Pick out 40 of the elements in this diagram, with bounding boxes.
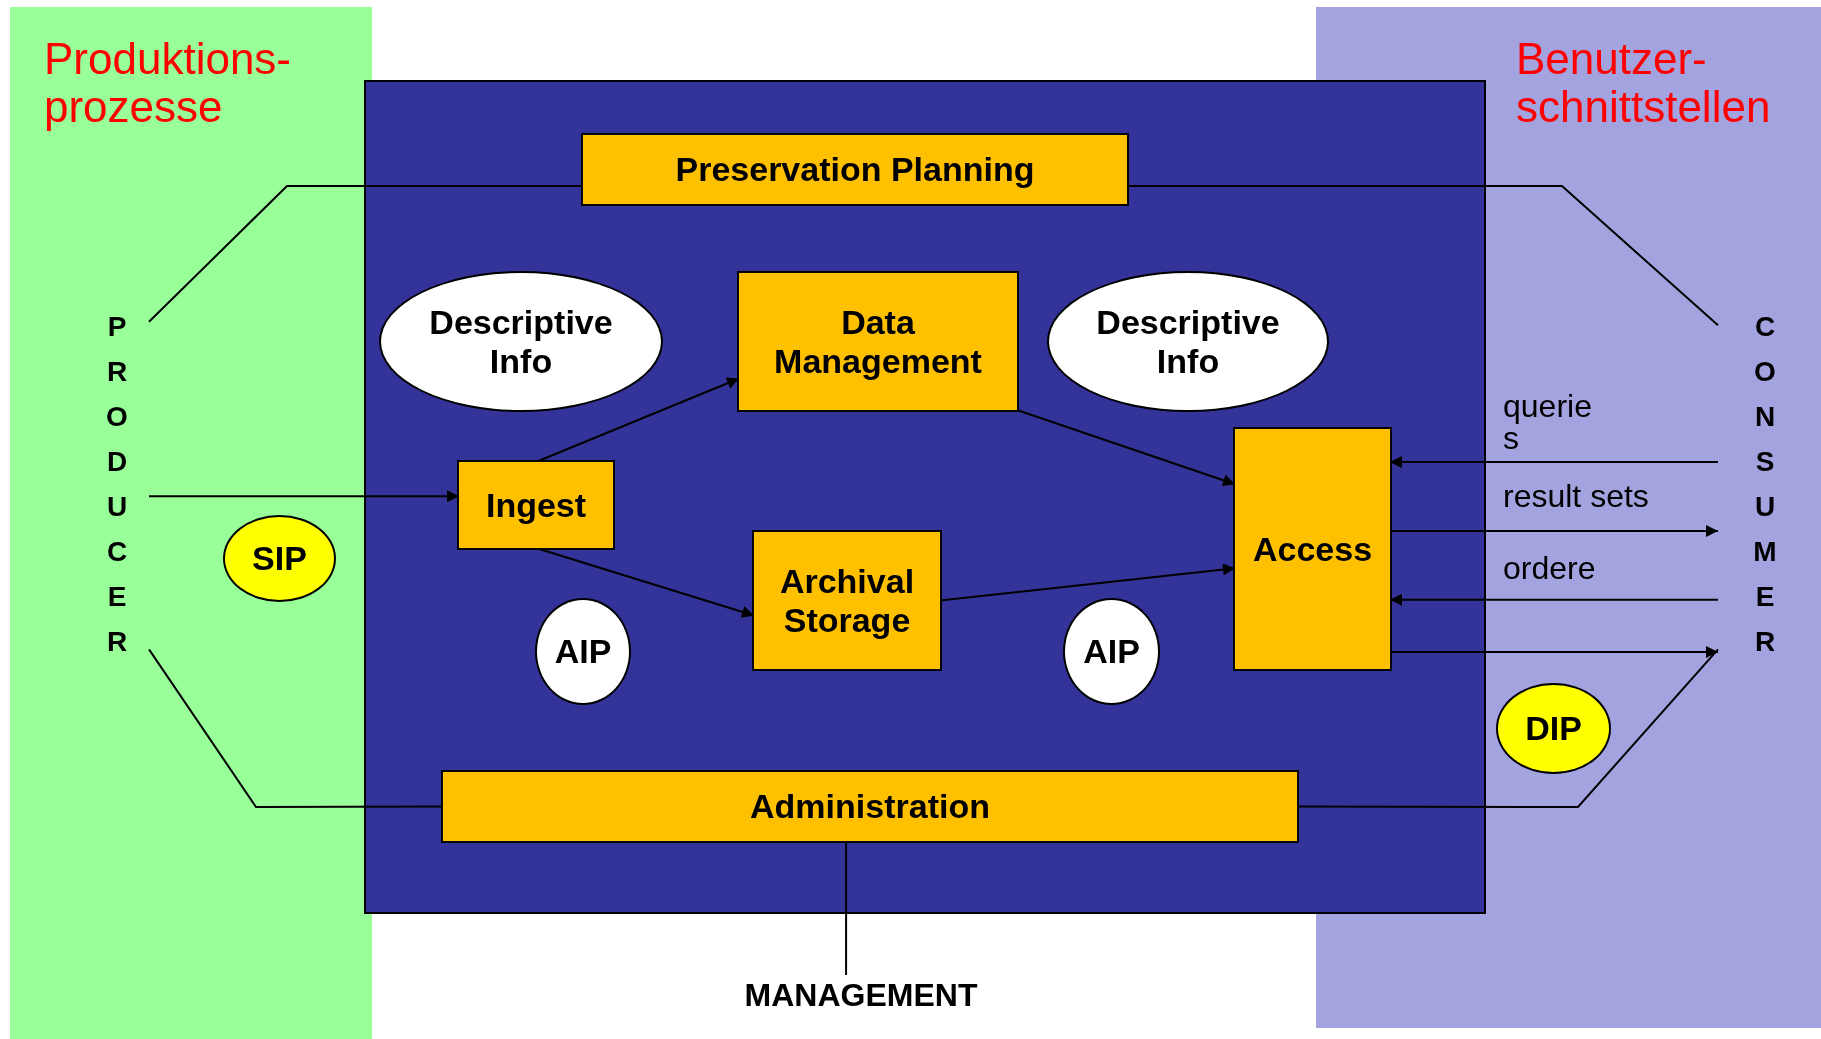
process-box	[459, 462, 613, 548]
arrow	[1389, 645, 1719, 658]
box-label: AIP	[554, 632, 612, 671]
arrow	[1389, 593, 1719, 606]
process-box	[443, 772, 1297, 841]
side-panel	[10, 7, 372, 1039]
actor-label: P R O D U C E R	[85, 304, 149, 660]
box-label: Access	[1252, 529, 1373, 569]
panel-title: Produktions- prozesse	[44, 35, 292, 132]
process-box	[1235, 429, 1390, 669]
box-label: Preservation Planning	[675, 150, 1035, 189]
connector-line	[845, 840, 848, 976]
arrow	[148, 490, 460, 503]
box-label: Administration	[750, 787, 990, 826]
process-box	[754, 532, 940, 669]
edge-label: ordere	[1503, 552, 1597, 584]
edge-label: querie s	[1503, 390, 1593, 454]
process-box	[583, 135, 1127, 204]
arrow	[939, 563, 1236, 602]
edge-label: result sets	[1503, 480, 1650, 512]
box-label: DIP	[1525, 709, 1582, 748]
arrow	[1389, 456, 1719, 469]
function-label: MANAGEMENT	[716, 975, 1006, 1015]
box-label: Descriptive Info	[1095, 303, 1281, 380]
box-label: Ingest	[485, 485, 587, 525]
box-label: Archival Storage	[778, 562, 916, 639]
connector-line	[1296, 648, 1719, 808]
connector-line	[148, 185, 584, 323]
box-label: Data Management	[773, 303, 983, 380]
box-label: Descriptive Info	[428, 303, 614, 380]
connector-line	[148, 648, 444, 808]
arrow	[1016, 409, 1236, 486]
process-box	[739, 273, 1017, 410]
box-label: AIP	[1083, 632, 1140, 671]
connector-line	[1126, 185, 1719, 327]
actor-label: C O N S U M E R	[1718, 304, 1812, 660]
panel-title: Benutzer- schnittstellen	[1516, 35, 1772, 132]
ellipse-node	[1498, 685, 1609, 772]
box-label: SIP	[252, 539, 307, 578]
arrow	[1389, 525, 1719, 537]
